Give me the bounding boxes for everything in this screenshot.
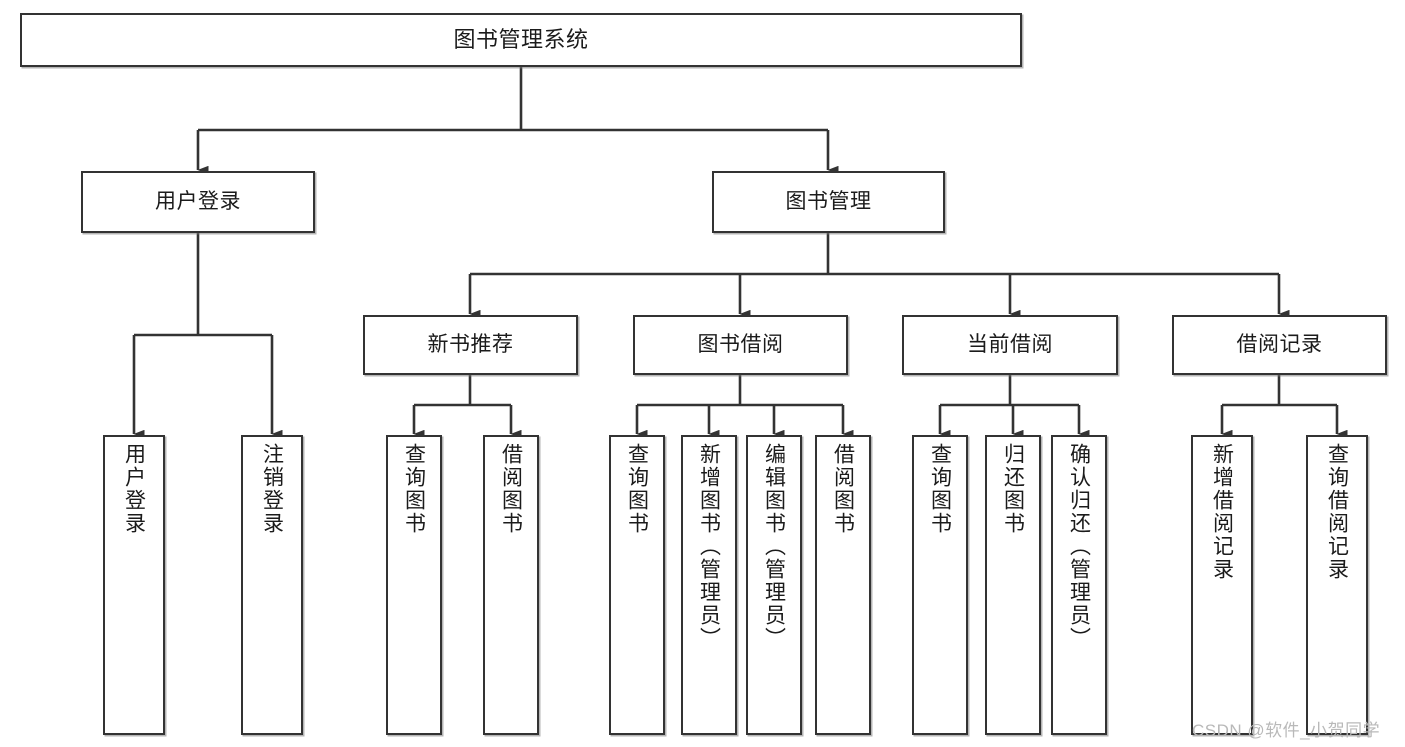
node-leaf-return-book[interactable]: 归还图书	[985, 435, 1041, 735]
node-label-new-book-recommend: 新书推荐	[427, 332, 514, 356]
node-label-leaf-query-borrow-record: 查询借阅记录	[1325, 443, 1349, 581]
node-leaf-logout-login[interactable]: 注销登录	[241, 435, 303, 735]
node-leaf-confirm-return-admin[interactable]: 确认归还（管理员）	[1051, 435, 1107, 735]
node-book-borrow[interactable]: 图书借阅	[633, 315, 848, 375]
node-label-leaf-add-borrow-record: 新增借阅记录	[1210, 443, 1234, 581]
node-leaf-query-borrow-record[interactable]: 查询借阅记录	[1306, 435, 1368, 735]
node-new-book-recommend[interactable]: 新书推荐	[363, 315, 578, 375]
node-leaf-borrow-book-2[interactable]: 借阅图书	[815, 435, 871, 735]
node-label-leaf-borrow-book-2: 借阅图书	[831, 443, 855, 535]
node-label-leaf-query-book-1: 查询图书	[402, 443, 426, 535]
node-label-current-borrow: 当前借阅	[967, 332, 1053, 356]
node-book-manage[interactable]: 图书管理	[712, 171, 945, 233]
node-label-leaf-add-book-admin: 新增图书（管理员）	[697, 443, 721, 650]
node-root[interactable]: 图书管理系统	[20, 13, 1022, 67]
node-label-book-manage: 图书管理	[785, 189, 872, 213]
node-label-leaf-edit-book-admin: 编辑图书（管理员）	[762, 443, 786, 650]
node-leaf-query-book-3[interactable]: 查询图书	[912, 435, 968, 735]
node-leaf-borrow-book-1[interactable]: 借阅图书	[483, 435, 539, 735]
node-label-leaf-return-book: 归还图书	[1001, 443, 1025, 535]
node-leaf-add-borrow-record[interactable]: 新增借阅记录	[1191, 435, 1253, 735]
node-borrow-record[interactable]: 借阅记录	[1172, 315, 1387, 375]
node-user-login[interactable]: 用户登录	[81, 171, 315, 233]
node-label-leaf-user-login: 用户登录	[122, 443, 146, 535]
node-label-leaf-borrow-book-1: 借阅图书	[499, 443, 523, 535]
node-label-borrow-record: 借阅记录	[1236, 332, 1323, 356]
connector-group	[132, 67, 1348, 439]
node-label-leaf-query-book-2: 查询图书	[625, 443, 649, 535]
node-label-user-login: 用户登录	[155, 189, 241, 213]
node-current-borrow[interactable]: 当前借阅	[902, 315, 1118, 375]
node-label-root: 图书管理系统	[453, 27, 589, 53]
node-leaf-query-book-1[interactable]: 查询图书	[386, 435, 442, 735]
node-leaf-add-book-admin[interactable]: 新增图书（管理员）	[681, 435, 737, 735]
node-leaf-edit-book-admin[interactable]: 编辑图书（管理员）	[746, 435, 802, 735]
node-label-leaf-query-book-3: 查询图书	[928, 443, 952, 535]
watermark-text: CSDN @软件_小贺同学	[1192, 721, 1381, 740]
node-leaf-query-book-2[interactable]: 查询图书	[609, 435, 665, 735]
node-label-book-borrow: 图书借阅	[697, 332, 784, 356]
node-leaf-user-login[interactable]: 用户登录	[103, 435, 165, 735]
node-label-leaf-logout-login: 注销登录	[260, 443, 284, 535]
node-label-leaf-confirm-return-admin: 确认归还（管理员）	[1067, 443, 1091, 650]
